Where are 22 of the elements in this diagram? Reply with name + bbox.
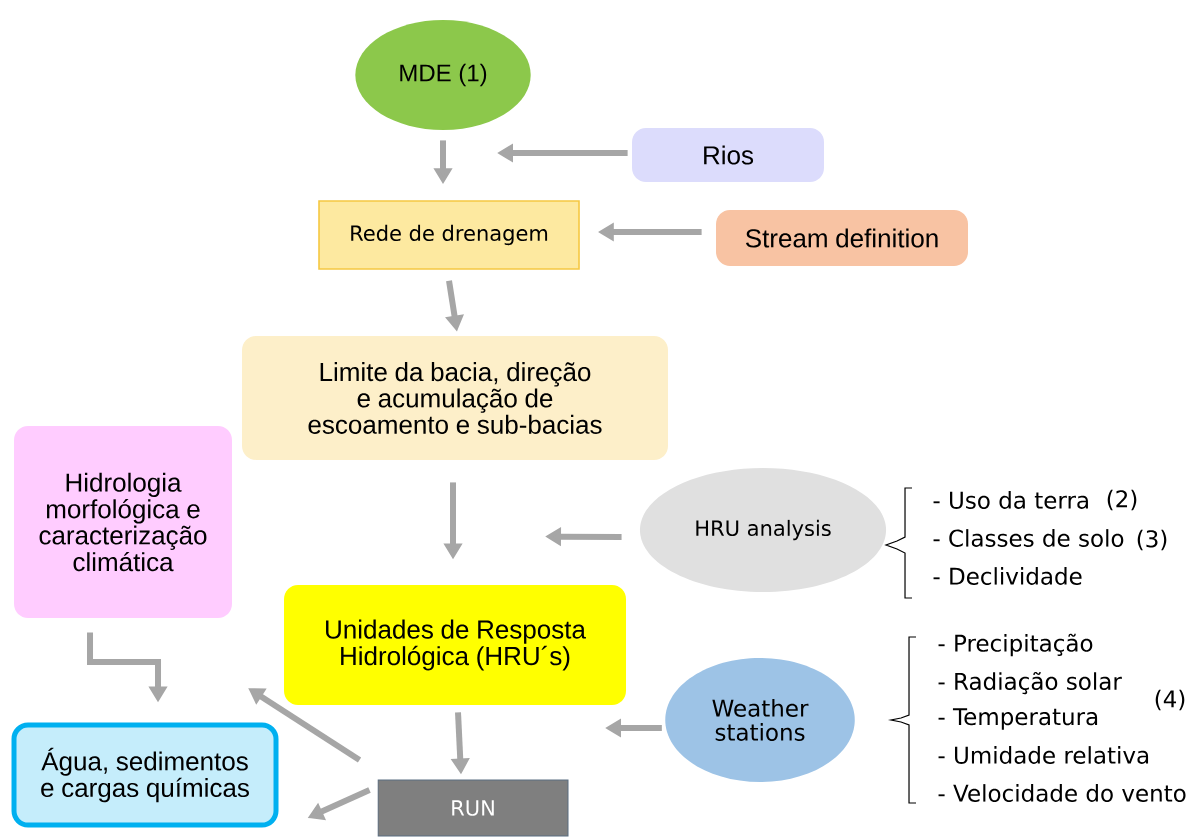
list-item: - Temperatura [938,708,1098,730]
rounded-box: Unidades de Resposta Hidrológica (HRU´s) [284,585,626,705]
list-item: (4) [1155,689,1185,711]
ellipse-node: MDE (1) [355,20,531,130]
list-item: (2) [1107,489,1137,511]
process-box: Rede de drenagem [318,200,580,270]
list-item: - Radiação solar [938,671,1122,695]
list-item: - Classes de solo [933,529,1124,547]
rounded-box: Água, sedimentos e cargas químicas [11,722,279,828]
rounded-box: Stream definition [716,210,968,266]
list-item: - Velocidade do vento [938,784,1186,802]
list-item: - Umidade relativa [938,746,1149,764]
list-item: - Declividade [933,567,1082,585]
list-item: (3) [1137,529,1167,551]
ellipse-node: Weather stations [665,658,855,782]
process-box: RUN [377,779,569,837]
rounded-box: Hidrologia morfológica e caracterização climática [14,426,232,618]
rounded-box: Rios [632,128,824,182]
ellipse-node: HRU analysis [639,468,887,592]
list-item: - Uso da terra [933,491,1088,509]
rounded-box: Limite da bacia, direção e acumulação de escoamento e sub-bacias [242,336,668,460]
list-item: - Precipitação [938,633,1093,657]
